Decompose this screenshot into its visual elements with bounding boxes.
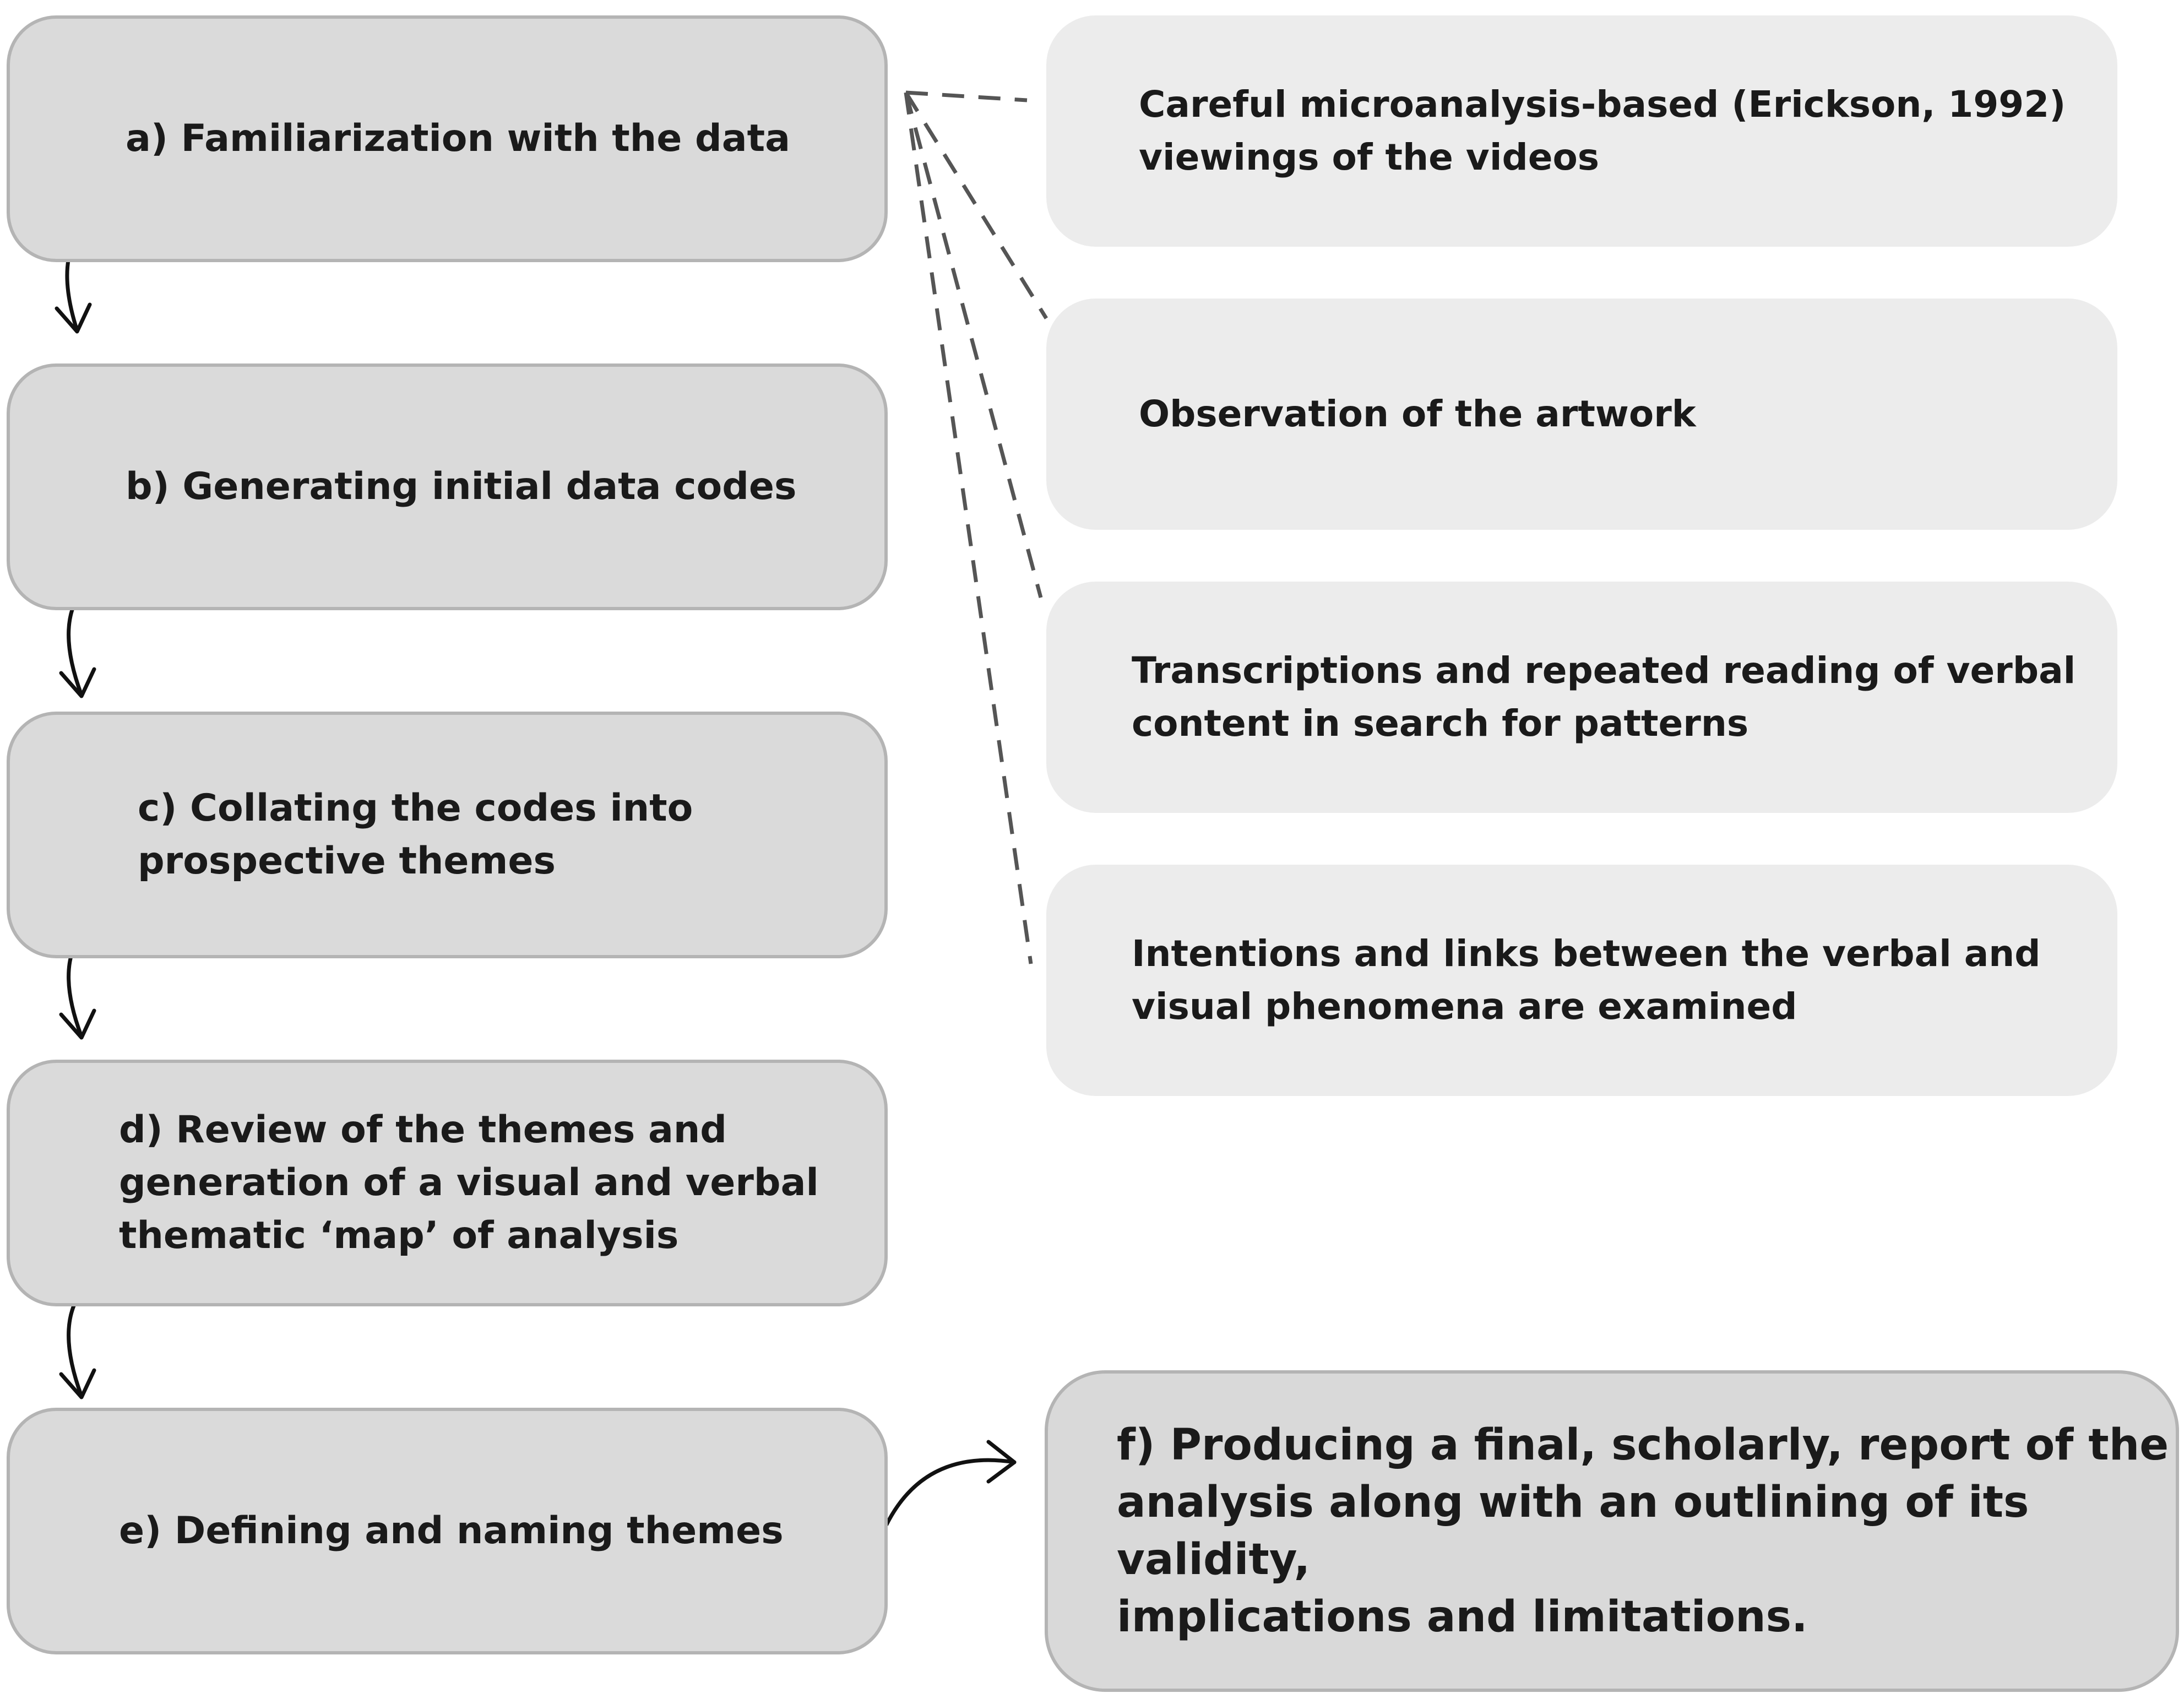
- dashed-connector-2: [904, 91, 1048, 319]
- step-c-collating-codes: c) Collating the codes into prospective …: [7, 712, 888, 958]
- step-e-defining-themes: e) Defining and naming themes: [7, 1408, 888, 1654]
- dashed-connector-3: [904, 92, 1043, 598]
- step-b-generating-codes: b) Generating initial data codes: [7, 363, 888, 610]
- step-a-familiarization: a) Familiarization with the data: [7, 15, 888, 262]
- dashed-connector-4: [904, 92, 1033, 964]
- detail-microanalysis-viewings: Careful microanalysis-based (Erickson, 1…: [1046, 15, 2117, 247]
- detail-artwork-observation: Observation of the artwork: [1046, 299, 2117, 530]
- detail-intentions-links: Intentions and links between the verbal …: [1046, 865, 2117, 1096]
- step-f-final-report: f) Producing a final, scholarly, report …: [1045, 1370, 2179, 1692]
- dashed-connector-1: [905, 90, 1028, 102]
- detail-transcriptions: Transcriptions and repeated reading of v…: [1046, 582, 2117, 813]
- arrow-e-to-f: [884, 1440, 1017, 1527]
- step-d-review-themes: d) Review of the themes and generation o…: [7, 1060, 888, 1306]
